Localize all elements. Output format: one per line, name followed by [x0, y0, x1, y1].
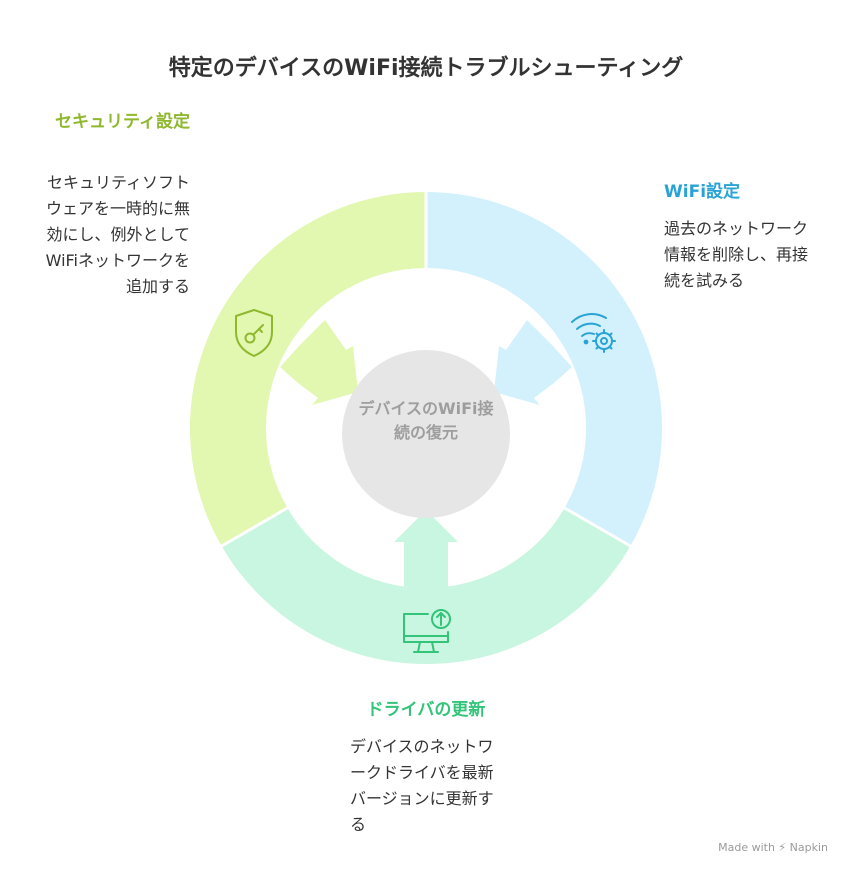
wifi-gear-icon — [571, 313, 616, 353]
wifi-heading: WiFi設定 — [664, 182, 741, 202]
driver-heading: ドライバの更新 — [366, 700, 486, 720]
driver-description: デバイスのネットワークドライバを最新バージョンに更新する — [350, 737, 494, 834]
wifi-arrow — [494, 320, 572, 405]
center-circle — [342, 350, 510, 518]
center-label: デバイスのWiFi接続の復元 — [358, 399, 494, 442]
driver-arrow — [394, 510, 458, 600]
wifi-description: 過去のネットワーク情報を削除し、再接続を試みる — [664, 219, 809, 290]
driver-segment — [221, 508, 631, 665]
diagram-title: 特定のデバイスのWiFi接続トラブルシューティング — [168, 56, 684, 81]
security-description: セキュリティソフトウェアを一時的に無効にし、例外としてWiFiネットワークを追加… — [45, 173, 190, 296]
security-arrow — [280, 320, 358, 405]
monitor-upload-icon — [403, 609, 451, 653]
security-segment — [189, 191, 426, 546]
shield-key-icon — [235, 309, 273, 357]
security-heading: セキュリティ設定 — [55, 112, 190, 132]
wifi-segment — [426, 191, 663, 546]
napkin-watermark: Made with ⚡ Napkin — [718, 841, 828, 854]
